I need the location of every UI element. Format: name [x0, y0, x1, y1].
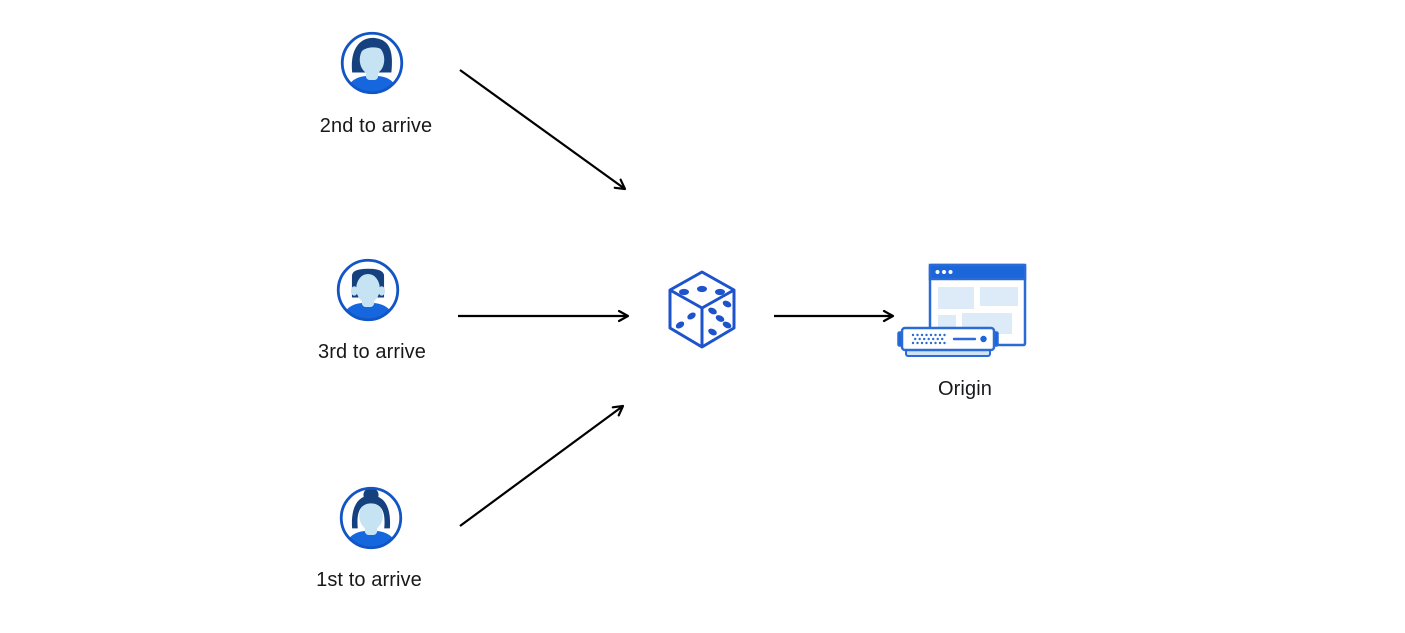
node-label-origin: Origin [938, 378, 992, 400]
node-label-user-2nd: 2nd to arrive [319, 115, 433, 137]
node-user-3rd [334, 256, 402, 329]
node-user-2nd [338, 29, 406, 102]
user-avatar-icon [340, 31, 404, 95]
node-label-user-1st: 1st to arrive [316, 569, 422, 591]
dice-icon [668, 270, 736, 349]
origin-server-icon [897, 263, 1027, 357]
node-dice [667, 270, 737, 355]
node-label-user-3rd: 3rd to arrive [317, 341, 426, 363]
user-avatar-icon [336, 258, 400, 322]
user-avatar-icon [339, 486, 403, 550]
arrow-user1st-to-dice [459, 404, 625, 527]
arrow-user2nd-to-dice [459, 69, 627, 191]
node-origin [897, 262, 1027, 367]
node-user-1st [337, 484, 405, 557]
